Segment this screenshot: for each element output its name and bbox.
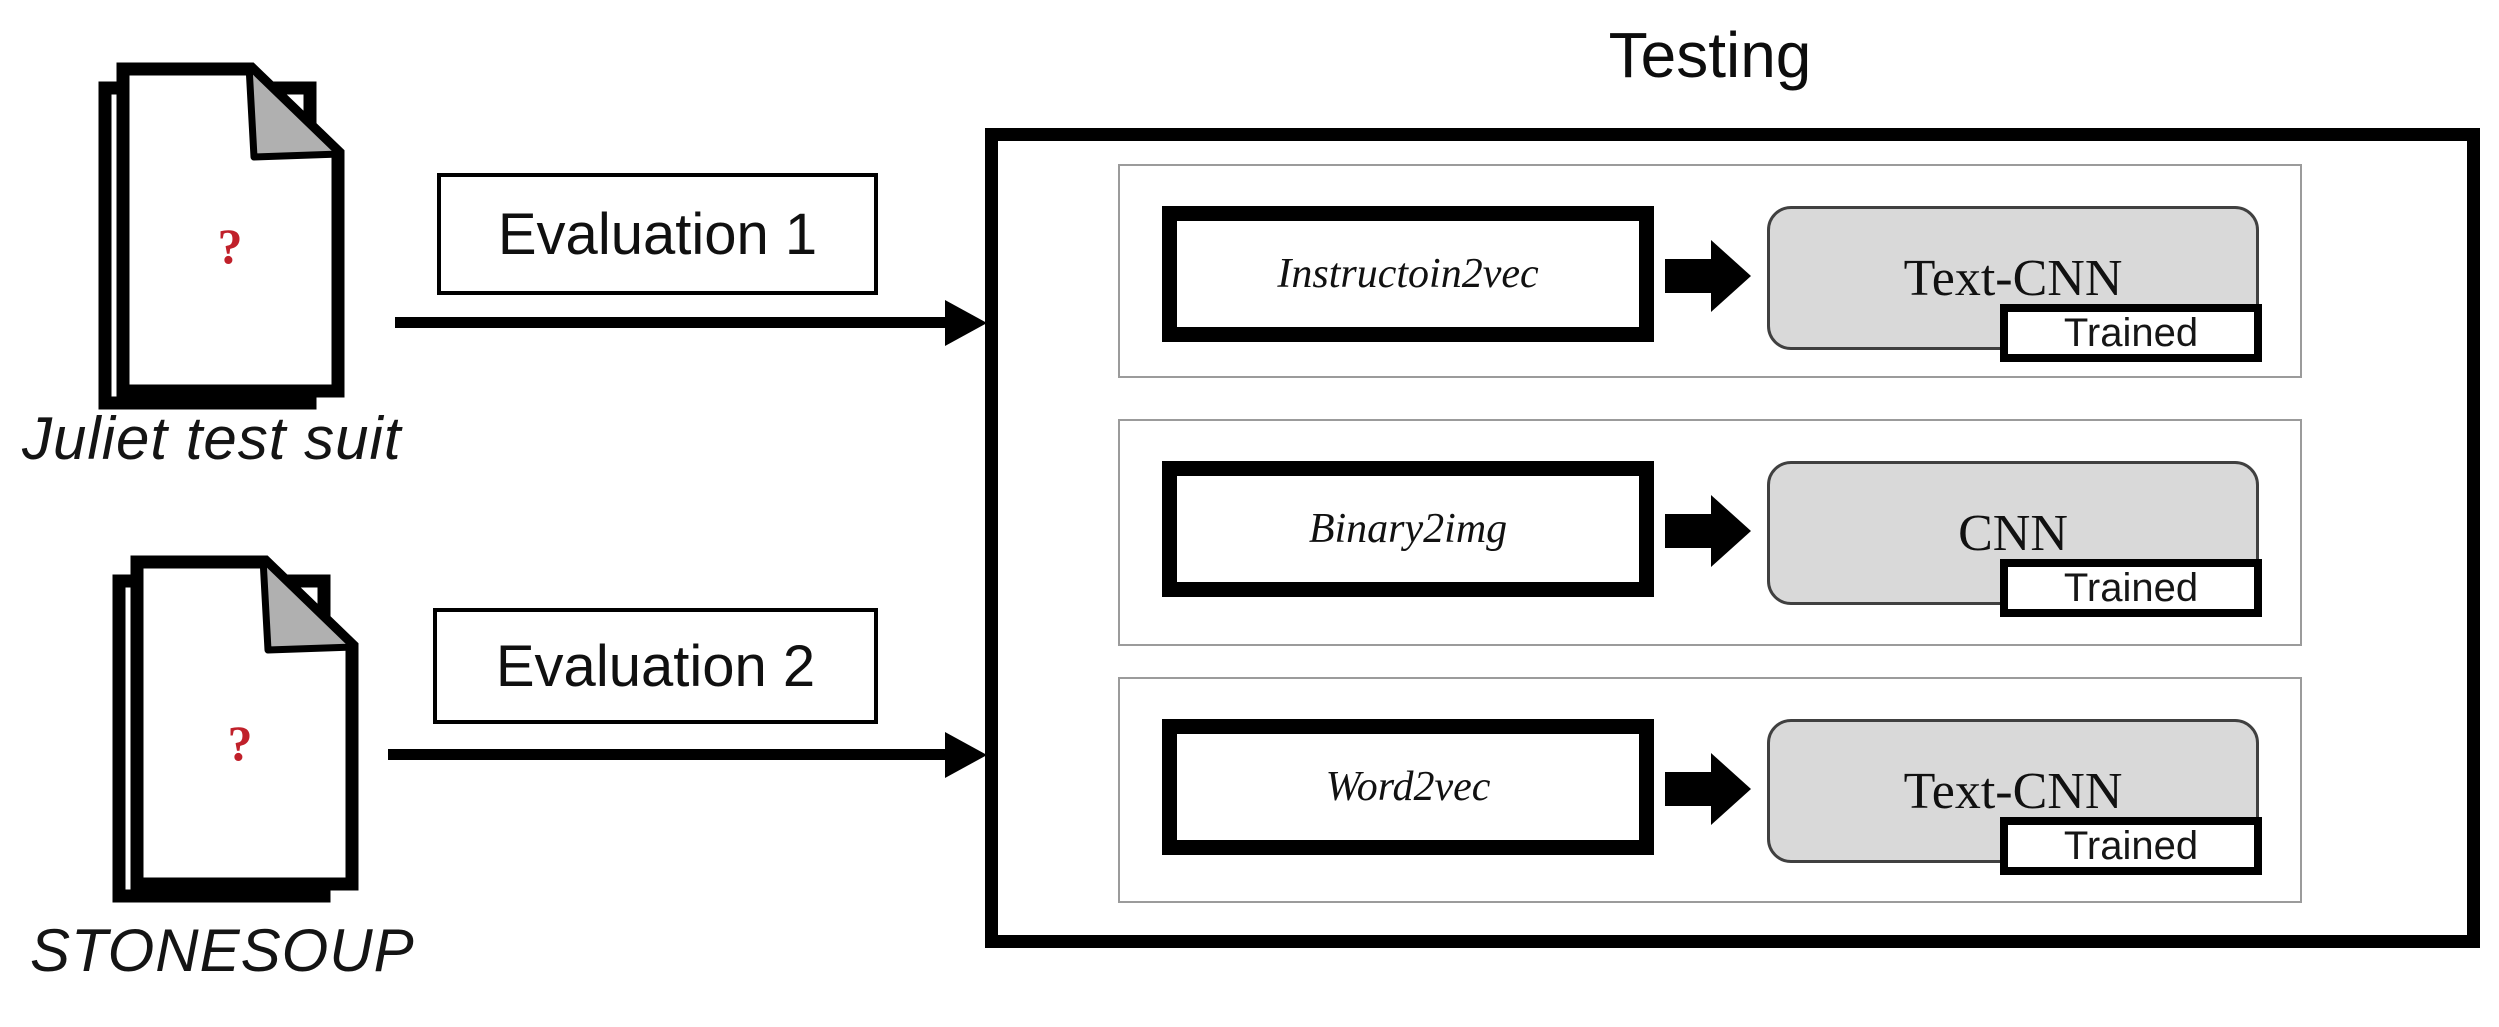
- flow-arrowhead-icon: [945, 300, 987, 346]
- trained-badge: Trained: [2000, 559, 2262, 617]
- folded-corner: [259, 555, 358, 654]
- arrow-right-icon: [1665, 753, 1751, 825]
- arrow-right-icon: [1665, 495, 1751, 567]
- embedding-box: Word2vec: [1162, 719, 1654, 855]
- question-mark-icon: ?: [228, 715, 253, 771]
- embedding-box: Instructoin2vec: [1162, 206, 1654, 342]
- source-label-stonesoup: STONESOUP: [30, 917, 415, 984]
- pipeline-row: Word2vec Text-CNN Trained: [1118, 677, 2302, 903]
- trained-badge: Trained: [2000, 817, 2262, 875]
- source-label-juliet: Juliet test suit: [22, 405, 402, 472]
- flow-arrow-line: [395, 317, 949, 328]
- testing-title: Testing: [1608, 19, 1812, 91]
- pipeline-row: Instructoin2vec Text-CNN Trained: [1118, 164, 2302, 378]
- document-stack-icon: ?: [112, 555, 359, 903]
- evaluation-2-box: Evaluation 2: [433, 608, 878, 724]
- embedding-box: Binary2img: [1162, 461, 1654, 597]
- arrow-right-icon: [1665, 240, 1751, 312]
- folded-corner: [245, 62, 344, 161]
- evaluation-1-box: Evaluation 1: [437, 173, 878, 295]
- question-mark-icon: ?: [218, 218, 243, 274]
- flow-arrowhead-icon: [945, 732, 987, 778]
- pipeline-row: Binary2img CNN Trained: [1118, 419, 2302, 646]
- document-stack-icon: ?: [98, 62, 345, 410]
- flow-arrow-line: [388, 749, 949, 760]
- trained-badge: Trained: [2000, 304, 2262, 362]
